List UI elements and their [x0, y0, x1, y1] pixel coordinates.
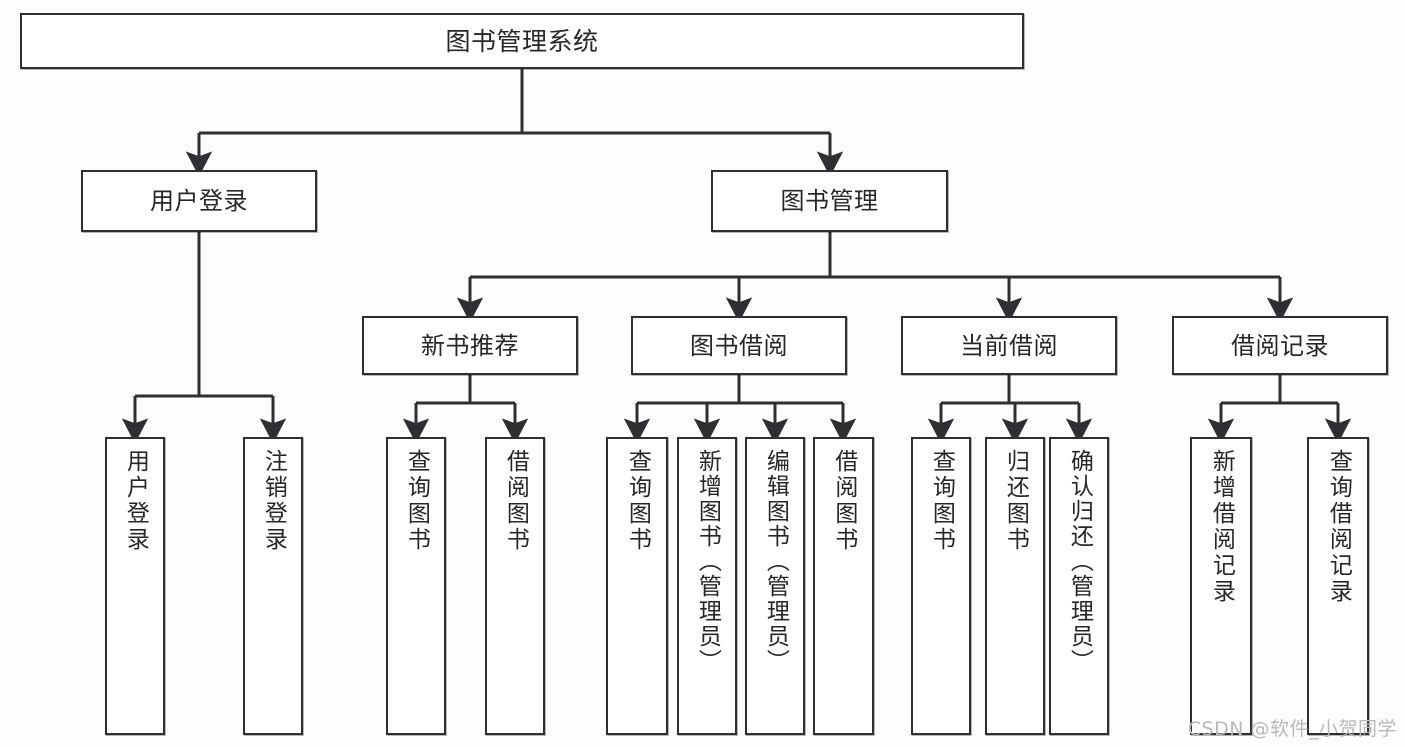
leaf-user-login[interactable]: 用户登录	[105, 437, 165, 735]
node-new-book-recommend-label: 新书推荐	[421, 331, 519, 360]
leaf-borrow-book-recommend-label: 借阅图书	[502, 449, 529, 553]
leaf-return-book[interactable]: 归还图书	[985, 437, 1045, 735]
node-current-borrow[interactable]: 当前借阅	[901, 316, 1117, 375]
leaf-query-book-current-label: 查询图书	[928, 449, 955, 553]
leaf-confirm-return-admin[interactable]: 确认归还（管理员）	[1049, 437, 1109, 735]
node-new-book-recommend[interactable]: 新书推荐	[362, 316, 578, 375]
watermark-text: CSDN @软件_小贺同学	[1187, 718, 1397, 740]
leaf-query-book-borrow[interactable]: 查询图书	[606, 437, 668, 735]
node-user-login-label: 用户登录	[150, 187, 248, 215]
leaf-add-borrow-record[interactable]: 新增借阅记录	[1190, 437, 1252, 735]
leaf-borrow-book[interactable]: 借阅图书	[813, 437, 874, 735]
node-root[interactable]: 图书管理系统	[20, 13, 1024, 69]
leaf-borrow-book-recommend[interactable]: 借阅图书	[485, 437, 545, 735]
leaf-query-book-borrow-label: 查询图书	[624, 449, 651, 553]
node-book-borrow[interactable]: 图书借阅	[631, 316, 847, 375]
leaf-add-book-admin[interactable]: 新增图书（管理员）	[677, 437, 737, 735]
node-borrow-records[interactable]: 借阅记录	[1172, 316, 1388, 375]
leaf-confirm-return-admin-label: 确认归还（管理员）	[1066, 449, 1093, 674]
node-book-management-label: 图书管理	[780, 187, 879, 215]
node-user-login[interactable]: 用户登录	[81, 170, 317, 232]
leaf-query-borrow-record-label: 查询借阅记录	[1325, 449, 1352, 605]
node-current-borrow-label: 当前借阅	[960, 331, 1058, 360]
leaf-add-borrow-record-label: 新增借阅记录	[1208, 449, 1235, 605]
node-borrow-records-label: 借阅记录	[1231, 331, 1329, 360]
leaf-query-book-current[interactable]: 查询图书	[911, 437, 971, 735]
leaf-borrow-book-label: 借阅图书	[830, 449, 857, 553]
node-root-label: 图书管理系统	[445, 26, 599, 56]
leaf-add-book-admin-label: 新增图书（管理员）	[694, 449, 721, 674]
leaf-query-book-recommend-label: 查询图书	[403, 449, 430, 553]
leaf-user-logout[interactable]: 注销登录	[243, 437, 303, 735]
leaf-user-login-label: 用户登录	[122, 449, 149, 553]
leaf-query-borrow-record[interactable]: 查询借阅记录	[1307, 437, 1369, 735]
leaf-user-logout-label: 注销登录	[260, 449, 287, 553]
leaf-edit-book-admin[interactable]: 编辑图书（管理员）	[745, 437, 805, 735]
leaf-edit-book-admin-label: 编辑图书（管理员）	[762, 449, 789, 674]
leaf-query-book-recommend[interactable]: 查询图书	[386, 437, 446, 735]
node-book-management[interactable]: 图书管理	[711, 170, 948, 232]
leaf-return-book-label: 归还图书	[1002, 449, 1029, 553]
node-book-borrow-label: 图书借阅	[690, 331, 788, 360]
